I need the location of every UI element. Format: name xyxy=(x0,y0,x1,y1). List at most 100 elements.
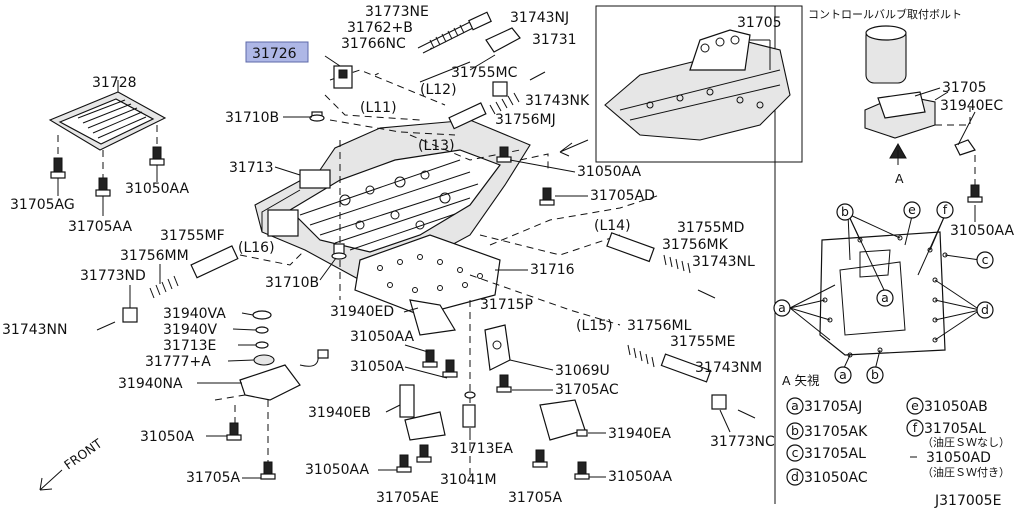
legend-a: a 31705AJ xyxy=(786,397,862,415)
spool-31755MF xyxy=(96,245,239,331)
label-31713EA: 31713EA xyxy=(450,441,513,457)
label-31777A: 31777+A xyxy=(145,354,211,370)
inset-box-31705 xyxy=(595,5,803,163)
label-31050AA-c: 31050AA xyxy=(350,329,415,345)
label-31713: 31713 xyxy=(229,160,274,176)
label-31755MC: 31755MC xyxy=(451,65,518,81)
legend-a-part: 31705AJ xyxy=(804,399,862,415)
label-L11: (L11) xyxy=(360,100,397,116)
label-31713E: 31713E xyxy=(163,338,216,354)
part-31726 xyxy=(324,55,353,89)
legend-d: d 31050AC xyxy=(786,468,868,486)
part-31069U xyxy=(484,324,511,371)
label-31756MJ: 31756MJ xyxy=(495,112,556,128)
highlight-31726 xyxy=(245,41,309,63)
label-31710B-mid: 31710B xyxy=(265,275,319,291)
label-31050AA-b: 31050AA xyxy=(125,181,190,197)
label-31050A-b: 31050A xyxy=(140,429,195,445)
label-31743NK: 31743NK xyxy=(525,93,590,109)
label-31766NC: 31766NC xyxy=(341,36,406,52)
arrow-A xyxy=(889,142,907,165)
label-31705AA-a: 31705AA xyxy=(68,219,133,235)
separator-plate-31716 xyxy=(354,234,501,316)
front-arrow: FRONT xyxy=(39,435,105,491)
diagram-code: J317005E xyxy=(934,493,1001,509)
legend-e-part: 31050AB xyxy=(924,399,988,415)
label-31050AA-d: 31050AA xyxy=(305,462,370,478)
label-31755MD: 31755MD xyxy=(677,220,744,236)
label-31743NM: 31743NM xyxy=(695,360,762,376)
spool-31755MD xyxy=(606,232,716,299)
part-labels: 31726 31728 31773NE 31762+B 31766NC 3174… xyxy=(2,4,782,506)
label-31940EB: 31940EB xyxy=(308,405,371,421)
label-31940VA: 31940VA xyxy=(163,306,226,322)
svg-text:a: a xyxy=(791,398,799,413)
part-31940EB xyxy=(399,384,415,418)
label-31756MK: 31756MK xyxy=(662,237,729,253)
label-31743NN: 31743NN xyxy=(2,322,67,338)
label-31940EC: 31940EC xyxy=(940,98,1003,114)
label-31069U: 31069U xyxy=(555,363,610,379)
legend-b-part: 31705AK xyxy=(804,424,868,440)
label-31755ME: 31755ME xyxy=(670,334,735,350)
label-31940NA: 31940NA xyxy=(118,376,183,392)
label-31050A-a: 31050A xyxy=(350,359,405,375)
legend-f-part: 31705AL xyxy=(924,421,986,437)
label-31705-top: 31705 xyxy=(737,15,782,31)
bolt-31050AA xyxy=(149,125,165,166)
label-31716: 31716 xyxy=(530,262,575,278)
front-label: FRONT xyxy=(61,435,105,472)
label-31940ED: 31940ED xyxy=(330,304,394,320)
label-31705AD: 31705AD xyxy=(590,188,655,204)
label-31773NC: 31773NC xyxy=(710,434,775,450)
marker-c: c xyxy=(982,252,989,267)
bracket-31940ED xyxy=(409,299,456,336)
label-31726: 31726 xyxy=(252,46,297,62)
spool-top xyxy=(374,11,521,83)
label-31050AA-right: 31050AA xyxy=(950,223,1015,239)
svg-text:e: e xyxy=(911,398,919,413)
label-31705-right: 31705 xyxy=(942,80,987,96)
legend-c-part: 31705AL xyxy=(804,446,866,462)
legend-c: c 31705AL xyxy=(786,444,866,462)
arrow-A-label: A xyxy=(895,171,904,186)
marker-circles: b e f c a d a a b xyxy=(773,201,994,384)
label-31705A-a: 31705A xyxy=(186,470,241,486)
label-31762B: 31762+B xyxy=(347,20,413,36)
label-31743NJ: 31743NJ xyxy=(510,10,569,26)
note-with-switch: （油圧ＳＷ付き） xyxy=(922,465,1010,479)
label-31041M: 31041M xyxy=(440,472,497,488)
label-L13: (L13) xyxy=(418,138,455,154)
label-31940V: 31940V xyxy=(163,322,218,338)
legend: a 31705AJ e 31050AB b 31705AK f 31705AL … xyxy=(786,397,1010,486)
marker-a-3: a xyxy=(839,367,847,382)
cover-31728 xyxy=(48,80,167,216)
legend-e: e 31050AB xyxy=(906,397,988,415)
marker-f: f xyxy=(943,202,948,217)
right-panel-text: コントロールバルブ取付ボルト 31705 31940EC 31050AA A 矢… xyxy=(782,7,1015,388)
label-31773ND: 31773ND xyxy=(80,268,146,284)
a-view-label: A 矢視 xyxy=(782,373,820,388)
spool-center xyxy=(448,71,546,130)
legend-f: f 31705AL （油圧ＳＷなし） 31050AD （油圧ＳＷ付き） xyxy=(906,419,1010,479)
label-31755MF: 31755MF xyxy=(160,228,225,244)
marker-a-1: a xyxy=(881,290,889,305)
label-31756ML: 31756ML xyxy=(627,318,692,334)
label-31050AA-e: 31050AA xyxy=(608,469,673,485)
marker-e: e xyxy=(908,202,916,217)
label-L14: (L14) xyxy=(594,218,631,234)
bolt-31705AA xyxy=(95,150,111,197)
marker-a-2: a xyxy=(778,300,786,315)
label-L15: (L15) xyxy=(576,318,613,334)
marker-b-1: b xyxy=(841,204,849,219)
solenoid-31940NA xyxy=(239,364,301,401)
note-alt-part: 31050AD xyxy=(926,450,991,466)
bolts xyxy=(226,111,590,480)
marker-d: d xyxy=(981,302,989,317)
direction-arrow xyxy=(559,139,589,157)
label-31940EA: 31940EA xyxy=(608,426,671,442)
label-L12: (L12) xyxy=(420,82,457,98)
switch-31041M xyxy=(462,404,476,428)
label-31731: 31731 xyxy=(532,32,577,48)
